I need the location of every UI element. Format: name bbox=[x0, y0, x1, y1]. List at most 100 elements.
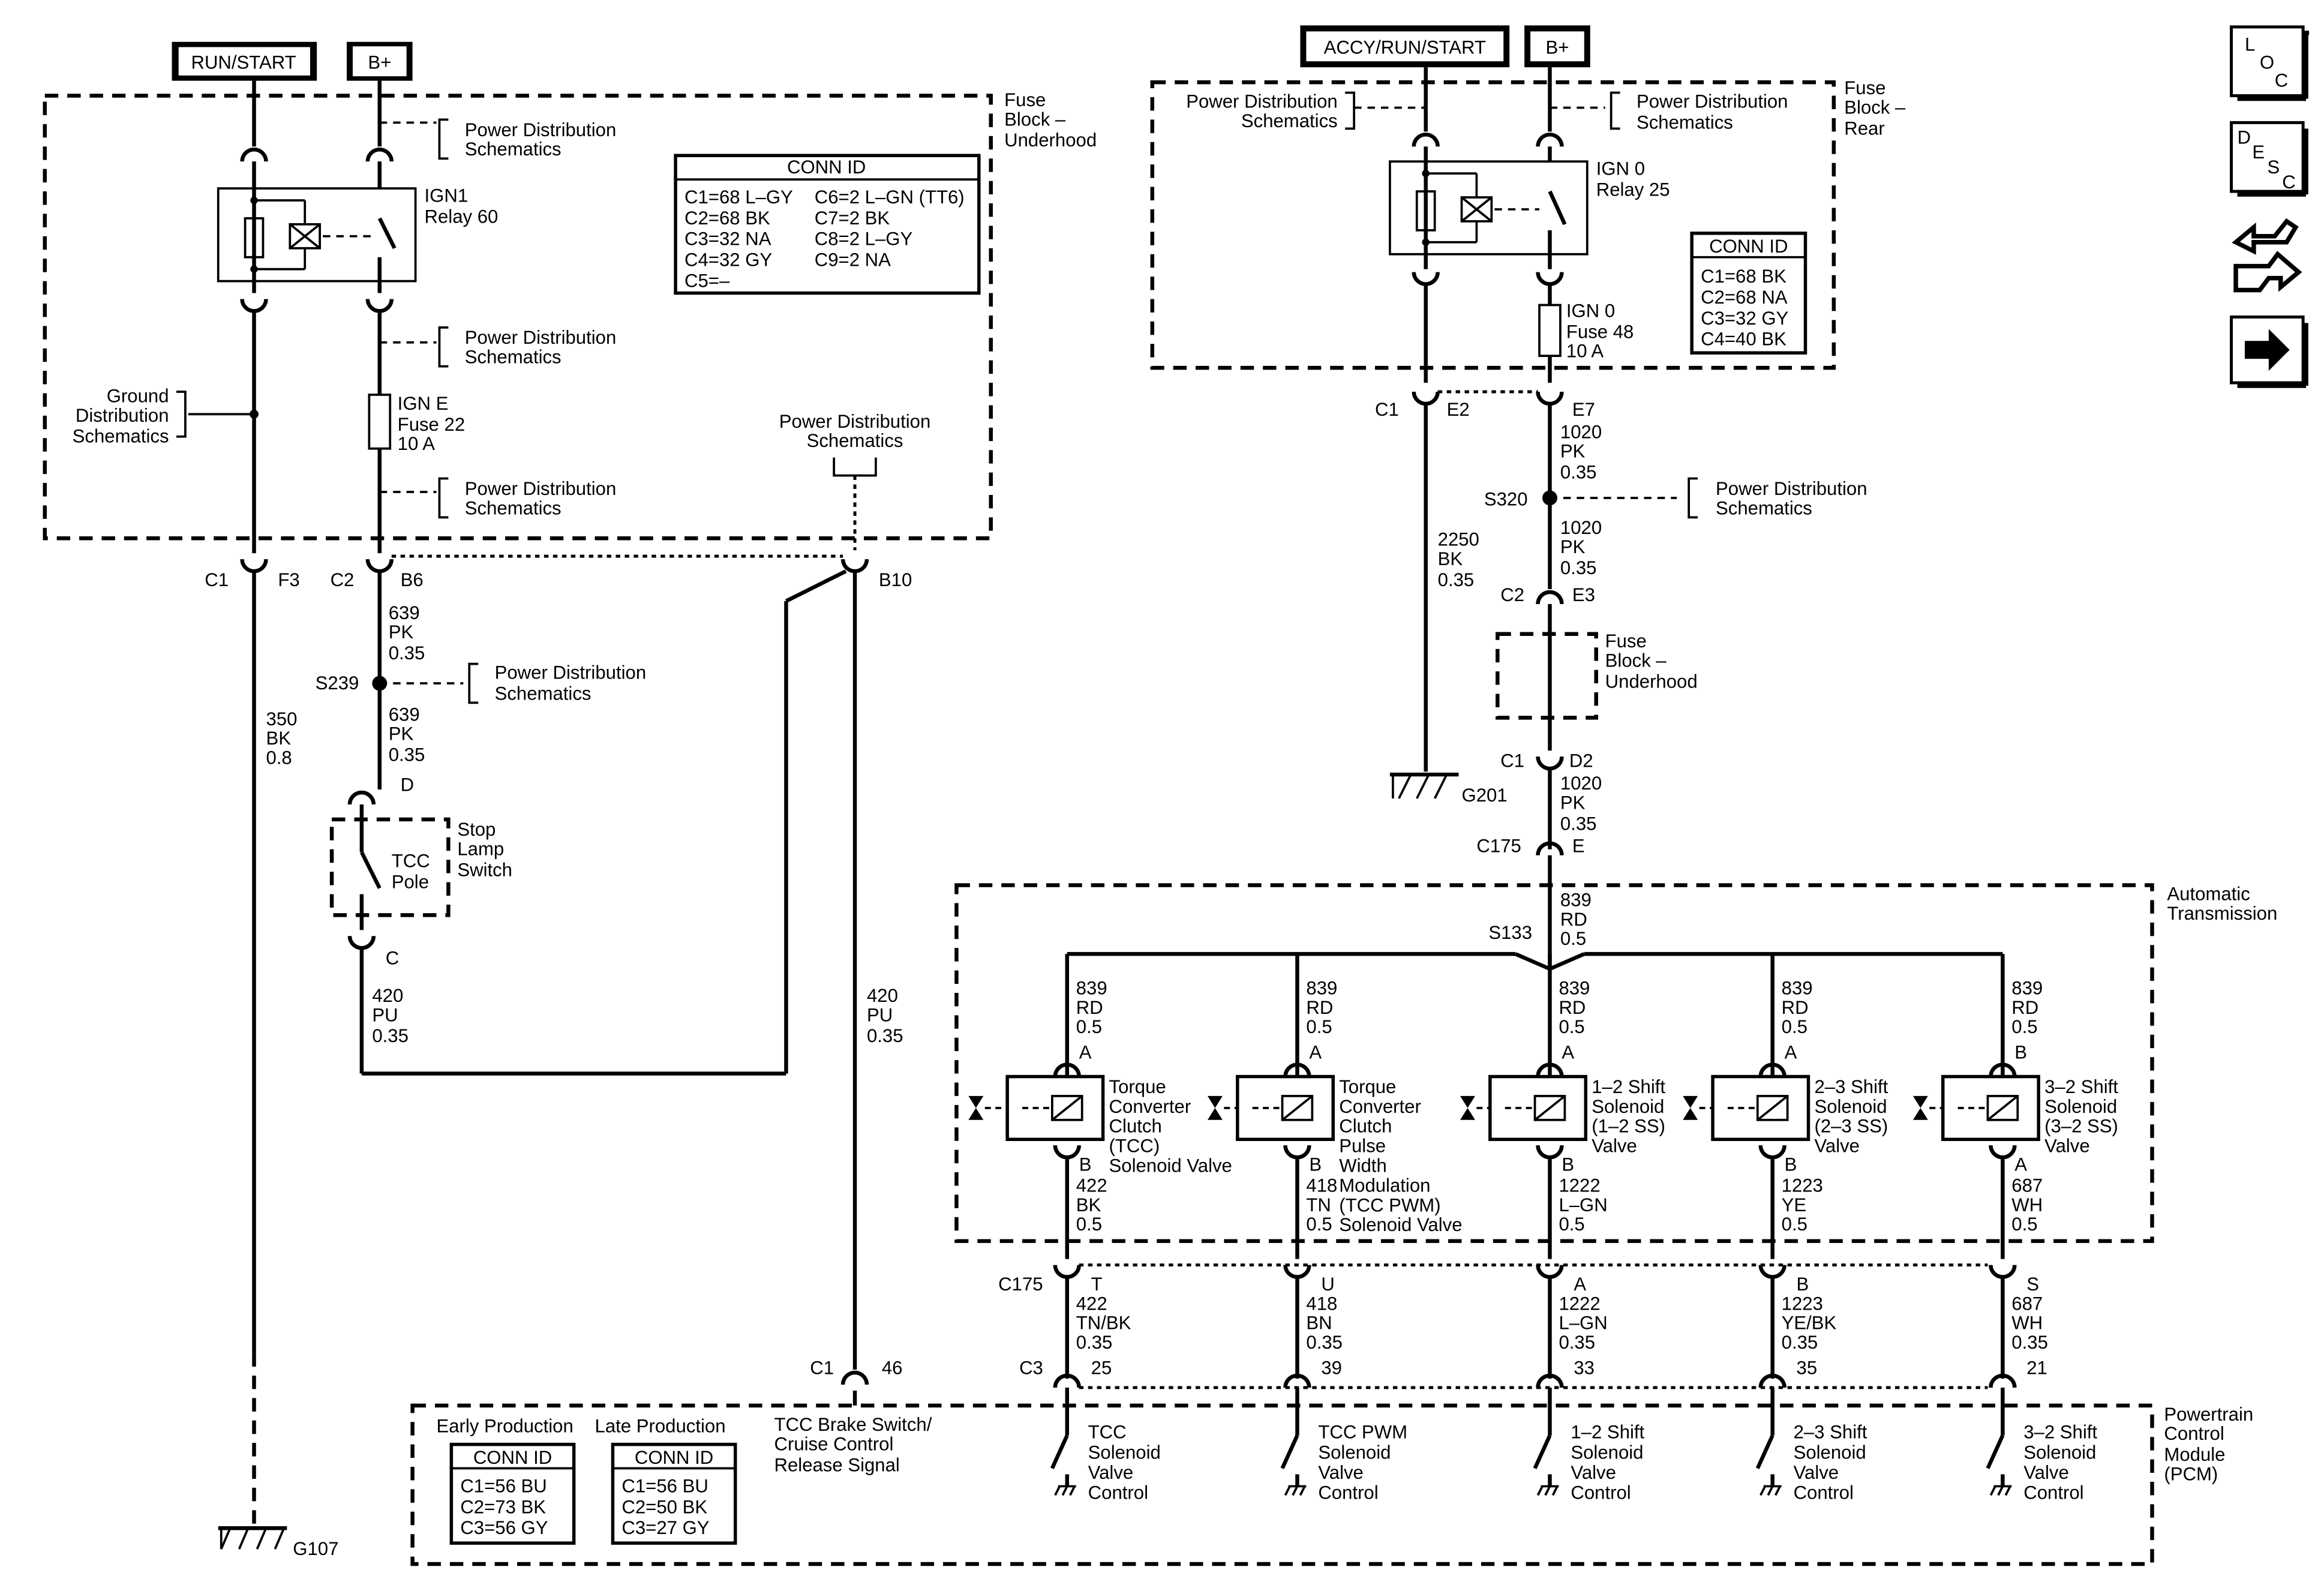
svg-text:Power Distribution: Power Distribution bbox=[465, 327, 617, 348]
svg-text:G107: G107 bbox=[293, 1538, 338, 1559]
fuse-block-rear-label-3: Rear bbox=[1844, 118, 1884, 139]
sol-2-top-wire: 839 bbox=[1306, 977, 1337, 998]
wire-1020a-gauge: 0.35 bbox=[1560, 462, 1597, 483]
sol-5-c175-wire: WH bbox=[2011, 1313, 2043, 1334]
wire-1020a-color: PK bbox=[1560, 441, 1586, 462]
conn-id-early: Early Production CONN ID C1=56 BU C2=73 … bbox=[436, 1416, 576, 1545]
svg-text:Power Distribution: Power Distribution bbox=[1716, 478, 1867, 499]
stop-lamp-name: Stop bbox=[457, 819, 496, 840]
pin-d: D bbox=[401, 774, 414, 795]
pcm-label-2: Control bbox=[2164, 1423, 2224, 1444]
svg-text:C2=68 BK: C2=68 BK bbox=[684, 208, 770, 229]
pcm-label-4: (PCM) bbox=[2164, 1463, 2218, 1484]
sol-5-bot-wire: 0.5 bbox=[2011, 1214, 2037, 1235]
connector-b10: B10 bbox=[879, 569, 912, 590]
accy-run-start-label: ACCY/RUN/START bbox=[1300, 25, 1510, 68]
svg-text:Power Distribution: Power Distribution bbox=[495, 662, 647, 683]
pcm-label: Powertrain bbox=[2164, 1404, 2253, 1425]
svg-text:Schematics: Schematics bbox=[807, 430, 903, 451]
ground-g201: G201 bbox=[1389, 772, 1508, 806]
pds-ref-rear-left[interactable]: Power Distribution Schematics bbox=[1186, 91, 1426, 131]
sol-4-name: Solenoid bbox=[1814, 1096, 1887, 1117]
svg-text:Schematics: Schematics bbox=[465, 497, 562, 518]
sol-1-top-wire: RD bbox=[1076, 997, 1103, 1018]
ign-e-fuse-label: IGN E bbox=[398, 393, 449, 414]
sol-2-pcm-label: Valve bbox=[1318, 1462, 1364, 1483]
fuse-block-underhood-2-label-3: Underhood bbox=[1605, 671, 1698, 692]
svg-text:C4=32 GY: C4=32 GY bbox=[684, 250, 772, 271]
sol-1-pcm-label: Control bbox=[1088, 1482, 1148, 1503]
connector-c1: C1 bbox=[205, 569, 229, 590]
svg-text:CONN ID: CONN ID bbox=[473, 1447, 552, 1468]
svg-text:RUN/START: RUN/START bbox=[191, 52, 296, 73]
fuse-block-rear-outline bbox=[1150, 80, 1836, 370]
sol-4-bot-wire: 1223 bbox=[1782, 1175, 1823, 1196]
sol-4-c175-wire: 1223 bbox=[1782, 1293, 1823, 1314]
sol-3-name: 1–2 Shift bbox=[1592, 1076, 1665, 1097]
solenoid-4-body bbox=[1711, 1074, 1810, 1141]
svg-text:B+: B+ bbox=[368, 52, 391, 73]
sol-1-top-wire: 839 bbox=[1076, 977, 1107, 998]
wire-350-color: BK bbox=[266, 728, 291, 749]
ground-distribution-ref[interactable]: Ground Distribution Schematics bbox=[73, 385, 259, 447]
pds-ref-b10[interactable]: Power Distribution Schematics bbox=[779, 411, 931, 477]
connector-c175-top: C175 bbox=[1476, 836, 1521, 857]
wire-420a-color: PU bbox=[372, 1004, 398, 1025]
stop-lamp-name-3: Switch bbox=[457, 860, 512, 881]
svg-text:C2=68 NA: C2=68 NA bbox=[1701, 287, 1788, 308]
wire-2250: 2250 bbox=[1438, 529, 1479, 550]
b-plus-label-left: B+ bbox=[346, 41, 413, 81]
svg-text:C2=73 BK: C2=73 BK bbox=[460, 1496, 546, 1517]
svg-text:C4=40 BK: C4=40 BK bbox=[1701, 329, 1786, 350]
ign-e-fuse bbox=[368, 394, 392, 450]
wire-1020b-gauge: 0.35 bbox=[1560, 557, 1597, 578]
sol-3-c175-wire: L–GN bbox=[1559, 1313, 1607, 1334]
next-arrow-button[interactable] bbox=[2230, 315, 2308, 388]
wire-839: 839 bbox=[1560, 889, 1592, 910]
solenoid-1-body bbox=[1005, 1074, 1105, 1141]
sol-4-pcm-label: 2–3 Shift bbox=[1794, 1422, 1867, 1443]
ign0-relay-label-2: Relay 25 bbox=[1596, 179, 1670, 200]
sol-1-pcm-label: Valve bbox=[1088, 1462, 1134, 1483]
sol-4-top-wire: RD bbox=[1782, 997, 1809, 1018]
sol-4-bot-wire: 0.5 bbox=[1782, 1214, 1807, 1235]
sol-3-name: (1–2 SS) bbox=[1592, 1116, 1665, 1137]
sol-4-name: (2–3 SS) bbox=[1814, 1116, 1888, 1137]
sol-1-name: Clutch bbox=[1109, 1116, 1162, 1137]
desc-button[interactable]: D E S C bbox=[2230, 121, 2308, 197]
sol-5-pcm-label: Control bbox=[2023, 1482, 2083, 1503]
svg-text:Power Distribution: Power Distribution bbox=[779, 411, 931, 432]
sol-3-top-wire: RD bbox=[1559, 997, 1586, 1018]
sol-1-c175-wire: 0.35 bbox=[1076, 1332, 1113, 1353]
svg-text:CONN ID: CONN ID bbox=[1709, 236, 1788, 257]
svg-text:C8=2 L–GY: C8=2 L–GY bbox=[815, 229, 913, 250]
sol-2-name: Modulation bbox=[1339, 1175, 1430, 1196]
sol-5-c175-wire: 0.35 bbox=[2011, 1332, 2048, 1353]
ign1-relay-label-2: Relay 60 bbox=[425, 206, 499, 227]
svg-text:C7=2 BK: C7=2 BK bbox=[815, 208, 890, 229]
loc-button[interactable]: L O C bbox=[2230, 25, 2310, 101]
ign0-fuse-label: IGN 0 bbox=[1566, 300, 1615, 321]
svg-text:CONN ID: CONN ID bbox=[635, 1447, 713, 1468]
wire-639b-gauge: 0.35 bbox=[389, 745, 425, 766]
sol-4-top-wire: 0.5 bbox=[1782, 1016, 1807, 1037]
connector-c2-e: C2 bbox=[1500, 584, 1524, 605]
pcm-outline bbox=[410, 1403, 2154, 1566]
sol-3-c175-pin: A bbox=[1574, 1274, 1586, 1295]
sol-3-top-wire: 0.5 bbox=[1559, 1016, 1584, 1037]
wire-639a-color: PK bbox=[389, 622, 414, 643]
connector-view-icon[interactable] bbox=[2232, 218, 2302, 293]
ign-e-fuse-label-3: 10 A bbox=[398, 433, 436, 454]
sol-3-pcm-label: Control bbox=[1571, 1482, 1631, 1503]
wire-2250-color: BK bbox=[1438, 548, 1463, 569]
sol-3-valve-icon bbox=[1460, 1095, 1475, 1120]
sol-1-name: Solenoid Valve bbox=[1109, 1155, 1232, 1176]
